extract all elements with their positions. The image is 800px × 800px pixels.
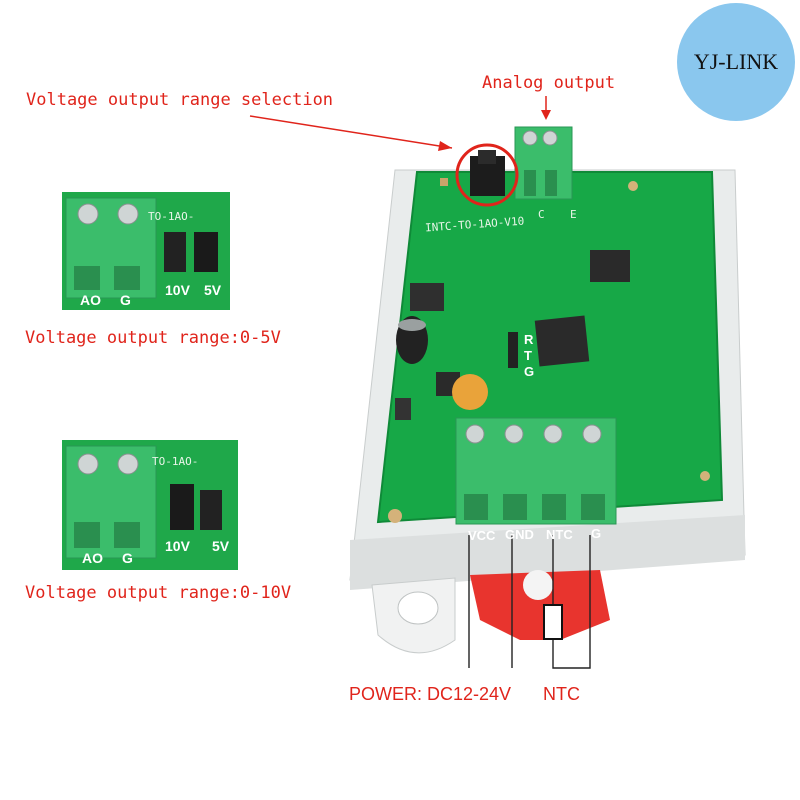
thumb-0-10v-silk: TO-1AO-	[152, 455, 199, 468]
header-label-r: R	[524, 332, 534, 347]
mcu-chip	[534, 315, 590, 367]
thumb-0-5v-screw-1	[77, 203, 99, 225]
ntc-label: NTC	[543, 684, 580, 704]
pcb-hole-tr	[628, 181, 638, 191]
din-clip-hole	[523, 570, 553, 600]
pcb-hole-br	[700, 471, 710, 481]
pcb-hole-bl	[388, 509, 402, 523]
thumb-0-5v-header	[164, 232, 186, 272]
brand-logo: YJ-LINK	[677, 3, 795, 121]
thumb-0-10v-label-10v: 10V	[165, 538, 190, 554]
thumb-0-5v-jumper	[194, 232, 218, 272]
thumb-0-10v-label-5v: 5V	[212, 538, 230, 554]
pcb-hole-tl	[440, 178, 448, 186]
diode	[395, 398, 411, 420]
thumb-0-10v-label-g: G	[122, 550, 133, 566]
input-screw-4	[582, 424, 602, 444]
thumb-0-10v-screw-2	[117, 453, 139, 475]
ntc-loop	[552, 535, 591, 669]
range-selection-arrowhead	[438, 141, 452, 151]
thumb-0-10v-slot-1	[74, 522, 100, 548]
jumper-cap	[478, 150, 496, 164]
thumb-0-5v-label-g: G	[120, 292, 131, 308]
ceramic-capacitor	[452, 374, 488, 410]
thumb-0-10v-jumper	[170, 484, 194, 530]
regulator-chip	[410, 283, 444, 311]
input-screw-2	[504, 424, 524, 444]
input-slot-2	[503, 494, 527, 520]
ntc-resistor-icon	[543, 604, 563, 640]
ae-label-c: C	[538, 208, 545, 221]
terminal-label-ntc: NTC	[546, 527, 573, 542]
thumb-0-5v-slot-1	[74, 266, 100, 290]
din-rail-clip	[470, 570, 610, 640]
thumb-0-10v-label-ao: AO	[82, 550, 103, 566]
terminal-label-g: G	[591, 526, 602, 541]
thumb-0-5v-label-ao: AO	[80, 292, 101, 308]
thumb-0-5v-label-5v: 5V	[204, 282, 222, 298]
pin-header	[508, 332, 518, 368]
terminal-label-gnd: GND	[505, 527, 534, 542]
terminal-slot-1	[524, 170, 536, 196]
jumper-highlight-circle	[455, 143, 519, 207]
thumb-0-5v-slot-2	[114, 266, 140, 290]
input-screw-1	[465, 424, 485, 444]
brand-text: YJ-LINK	[693, 49, 779, 74]
terminal-slot-2	[545, 170, 557, 196]
range-0-5-label: Voltage output range:0-5V	[25, 328, 281, 348]
analog-output-label: Analog output	[482, 73, 616, 93]
thumb-0-5v-screw-2	[117, 203, 139, 225]
header-label-g: G	[524, 364, 535, 379]
mounting-hole	[397, 591, 439, 625]
input-slot-4	[581, 494, 605, 520]
thumb-0-10v-slot-2	[114, 522, 140, 548]
range-selection-label: Voltage output range selection	[26, 90, 334, 110]
terminal-label-vcc: VCC	[468, 528, 496, 543]
capacitor-top	[398, 319, 426, 331]
input-slot-3	[542, 494, 566, 520]
analog-output-arrowhead	[541, 110, 551, 120]
ae-label-e: E	[570, 208, 577, 221]
header-label-t: T	[524, 348, 532, 363]
input-slot-1	[464, 494, 488, 520]
thumb-0-5v	[62, 192, 230, 310]
thumb-0-10v	[62, 440, 238, 570]
range-0-10-label: Voltage output range:0-10V	[25, 583, 292, 603]
thumb-0-10v-screw-1	[77, 453, 99, 475]
thumb-0-5v-label-10v: 10V	[165, 282, 190, 298]
enclosure-base	[350, 515, 745, 590]
power-label: POWER: DC12-24V	[349, 684, 512, 704]
terminal-screw-1	[522, 130, 538, 146]
thumb-0-5v-silk: TO-1AO-	[148, 210, 195, 223]
thumb-0-10v-header	[200, 490, 222, 530]
range-selection-arrow	[249, 115, 453, 149]
ic-chip	[590, 250, 630, 282]
input-screw-3	[543, 424, 563, 444]
terminal-screw-2	[542, 130, 558, 146]
